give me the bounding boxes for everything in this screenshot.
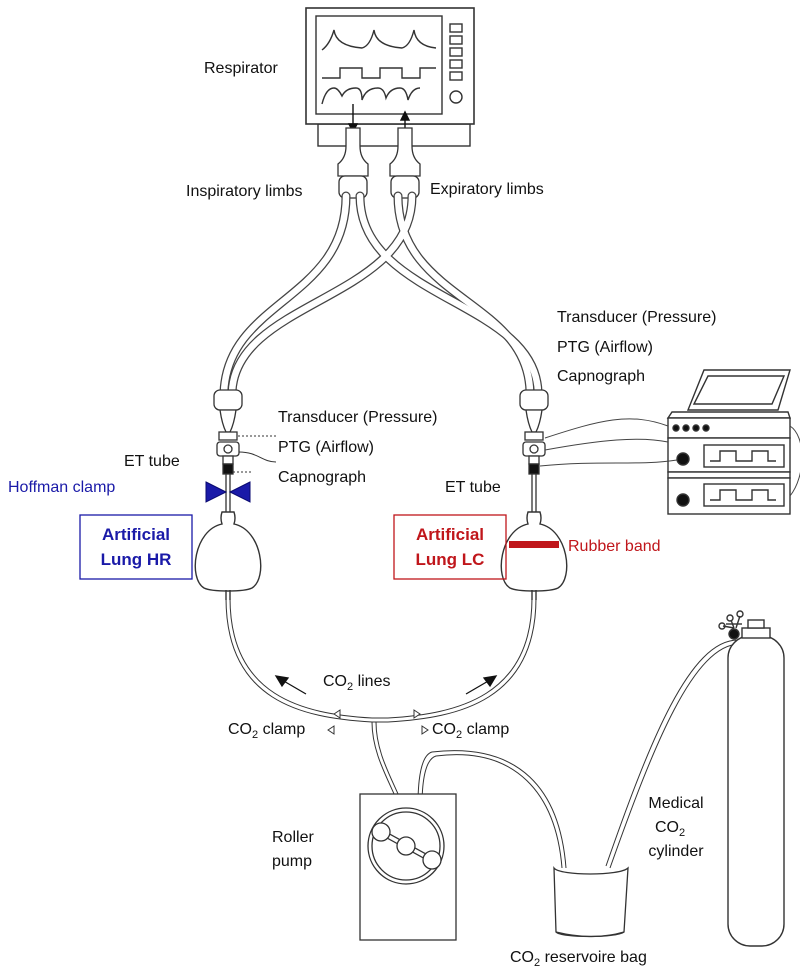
right-y-connector	[519, 389, 549, 512]
roller-pump-line2: pump	[272, 853, 312, 870]
artificial-lung-hr-bag	[194, 511, 262, 600]
artificial-lung-lc-line2: Lung LC	[416, 550, 485, 569]
respirator-label: Respirator	[204, 60, 278, 77]
artificial-lung-lc-bag	[500, 511, 568, 600]
roller-pump	[359, 793, 457, 941]
co2-reservoir-bag	[553, 865, 629, 938]
right-capnograph-label: Capnograph	[557, 368, 645, 385]
expiratory-limbs-label: Expiratory limbs	[430, 181, 544, 198]
inspiratory-limbs-label: Inspiratory limbs	[186, 183, 302, 200]
co2-clamp-left-label: CO2 clamp	[228, 721, 305, 741]
respirator-device	[305, 7, 475, 147]
breathing-circuit-tubes	[219, 191, 543, 397]
right-ptg-label: PTG (Airflow)	[557, 339, 653, 356]
artificial-lung-lc-line1: Artificial	[416, 525, 484, 544]
monitoring-equipment	[666, 369, 791, 515]
medical-co2-cylinder	[718, 610, 785, 947]
medical-cylinder-line1: Medical	[648, 795, 703, 812]
right-transducer-label: Transducer (Pressure)	[557, 309, 716, 326]
right-et-tube-label: ET tube	[445, 479, 501, 496]
artificial-lung-hr-line2: Lung HR	[101, 550, 172, 569]
monitoring-cables	[539, 418, 800, 497]
left-et-tube-label: ET tube	[124, 453, 180, 470]
hoffman-clamp-label: Hoffman clamp	[8, 479, 115, 496]
rubber-band-label: Rubber band	[568, 538, 661, 555]
medical-cylinder-line2: CO2	[655, 819, 685, 839]
co2-reservoir-bag-label: CO2 reservoire bag	[510, 949, 647, 969]
medical-cylinder-line3: cylinder	[648, 843, 704, 860]
left-ptg-label: PTG (Airflow)	[278, 439, 374, 456]
artificial-lung-lc-box	[393, 514, 507, 580]
co2-flow-arrows	[274, 675, 498, 695]
artificial-lung-hr-box	[79, 514, 193, 580]
co2-lines-label: CO2 lines	[323, 673, 390, 693]
roller-pump-line1: Roller	[272, 829, 314, 846]
left-y-connector	[213, 389, 243, 512]
hoffman-clamp	[205, 481, 251, 503]
co2-clamp-right-label: CO2 clamp	[432, 721, 509, 741]
left-sensor-leaders	[233, 435, 277, 473]
co2-clamps	[327, 709, 429, 735]
left-capnograph-label: Capnograph	[278, 469, 366, 486]
artificial-lung-hr-line1: Artificial	[102, 525, 170, 544]
left-transducer-label: Transducer (Pressure)	[278, 409, 437, 426]
rubber-band	[509, 541, 559, 548]
